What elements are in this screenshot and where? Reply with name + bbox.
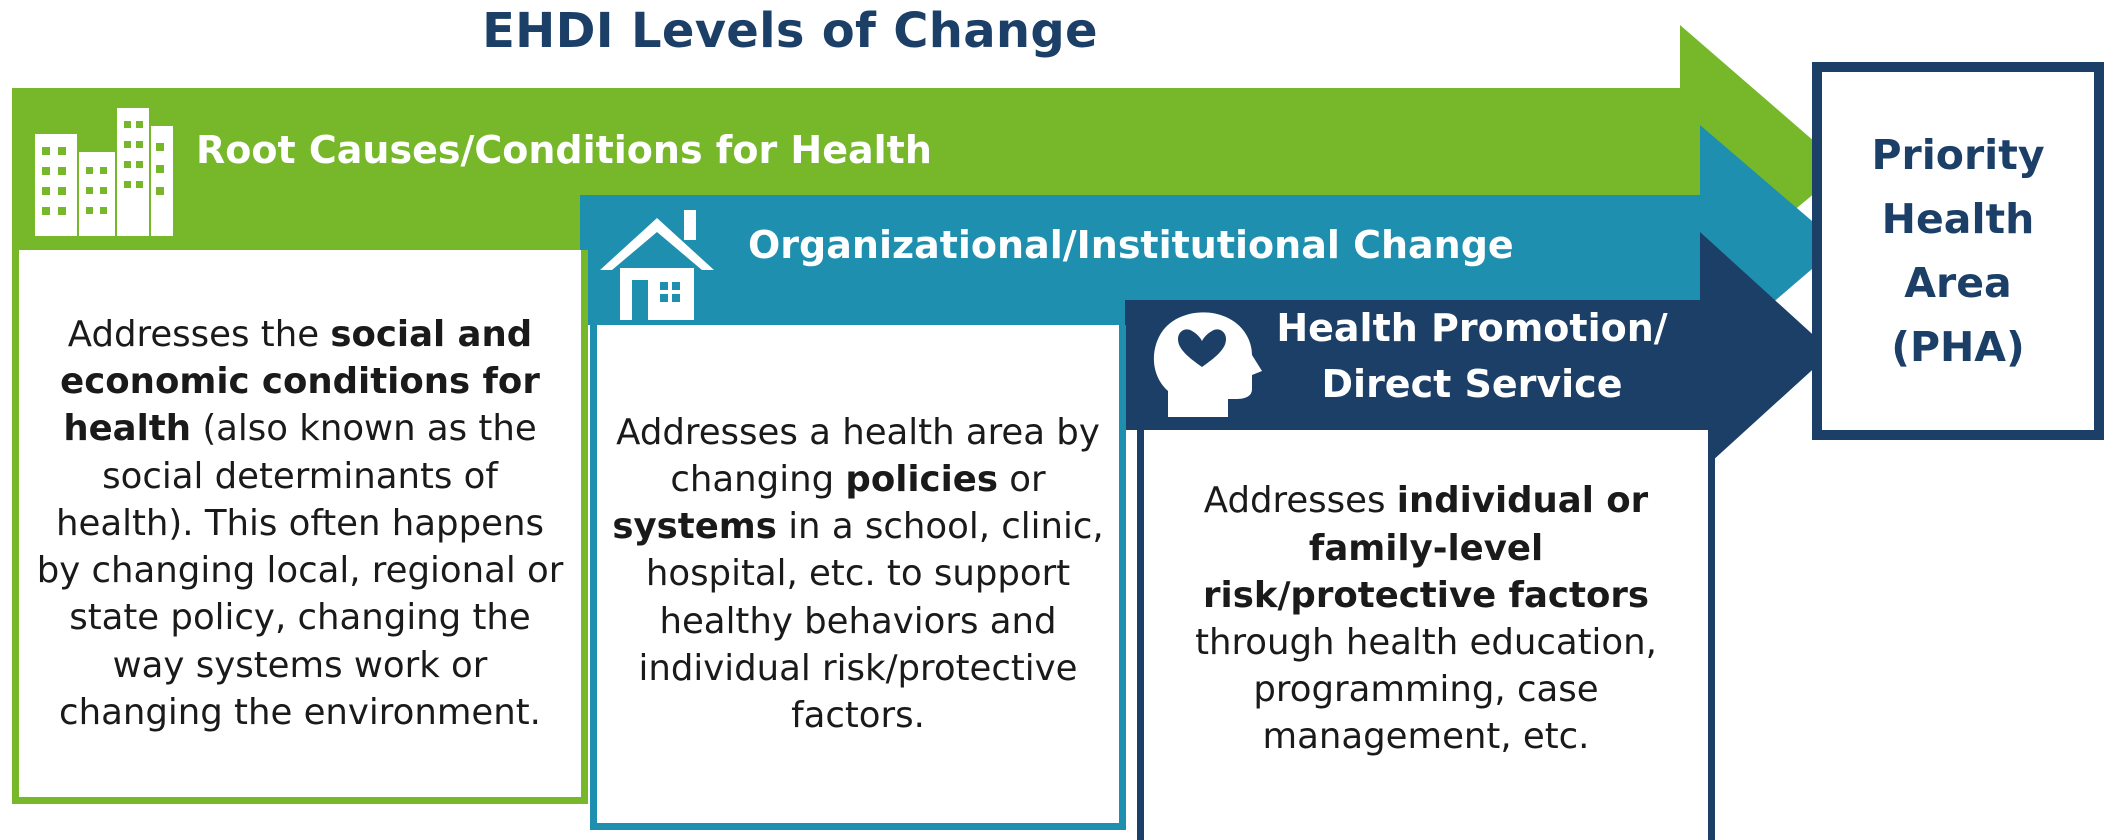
priority-health-area-box: Priority Health Area (PHA) <box>1812 62 2104 440</box>
head-heart-icon <box>1153 312 1262 417</box>
level-health-promotion-label: Health Promotion/ Direct Service <box>1262 300 1682 412</box>
navy-arrow-band <box>1125 232 1832 472</box>
level-health-promotion-label-line2: Direct Service <box>1321 362 1623 406</box>
level-organizational-description: Addresses a health area by changing poli… <box>612 411 1104 736</box>
level-root-causes-label: Root Causes/Conditions for Health <box>196 128 932 172</box>
level-organizational-label: Organizational/Institutional Change <box>748 223 1514 267</box>
diagram-title: EHDI Levels of Change <box>482 3 1098 59</box>
house-icon <box>600 210 714 320</box>
level-root-causes-box: Addresses the social and economic condit… <box>12 250 588 804</box>
level-health-promotion-description: Addresses individual or family-level ris… <box>1195 480 1657 758</box>
level-health-promotion-label-line1: Health Promotion/ <box>1276 306 1668 350</box>
priority-health-area-label: Priority Health Area (PHA) <box>1871 123 2044 379</box>
level-health-promotion-box: Addresses individual or family-level ris… <box>1137 430 1715 840</box>
level-root-causes-description: Addresses the social and economic condit… <box>36 314 564 733</box>
level-organizational-box: Addresses a health area by changing poli… <box>590 325 1126 830</box>
pha-line-3: Area <box>1904 259 2012 307</box>
pha-line-2: Health <box>1881 195 2035 243</box>
pha-line-4: (PHA) <box>1891 323 2025 371</box>
city-buildings-icon <box>33 106 175 238</box>
pha-line-1: Priority <box>1871 131 2045 179</box>
